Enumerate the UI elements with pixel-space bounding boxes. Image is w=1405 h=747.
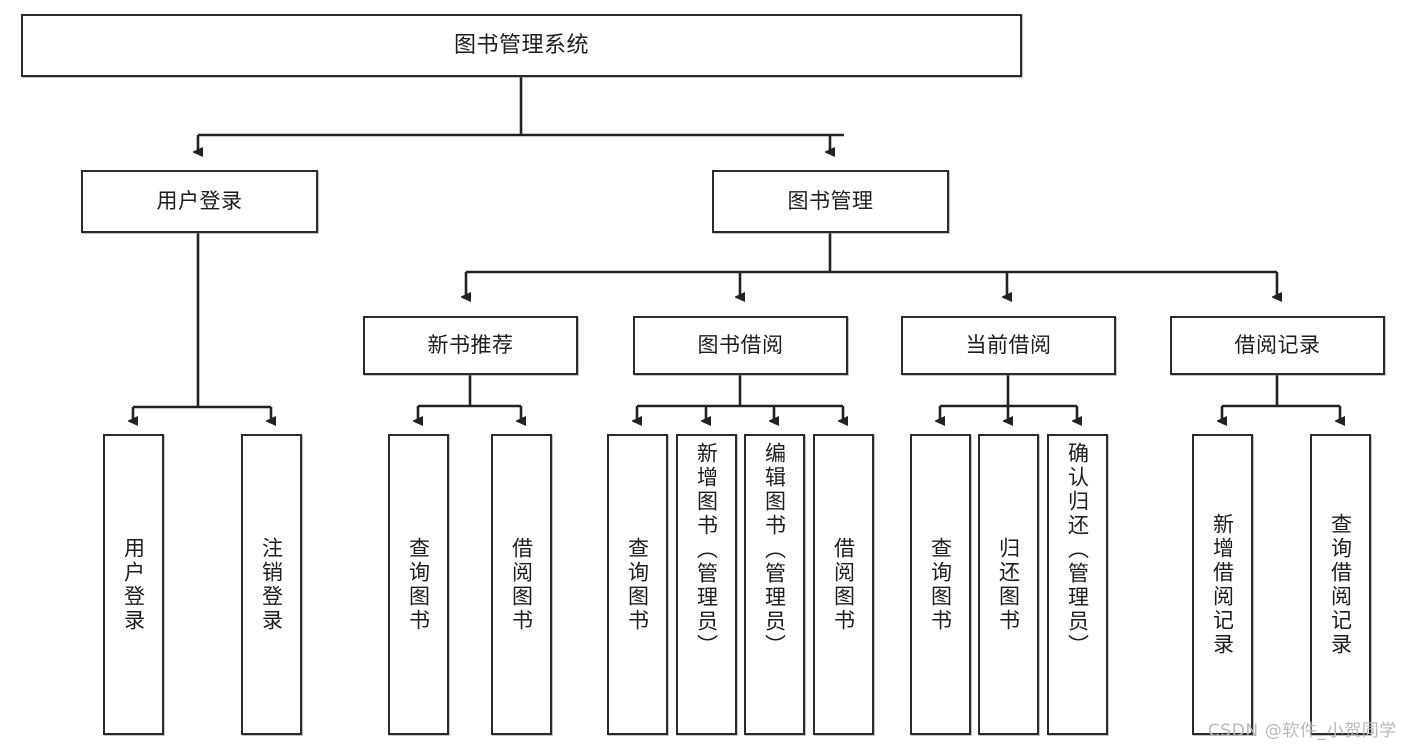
node-label: 查询图书 <box>406 536 431 633</box>
node-label: 查询图书 <box>625 536 650 633</box>
leaf-return-book[interactable]: 归还图书 <box>978 434 1039 735</box>
leaf-borrow-book[interactable]: 借阅图书 <box>813 434 874 735</box>
node-label: 当前借阅 <box>965 333 1052 358</box>
leaf-confirm-return-admin[interactable]: 确认归还（管理员） <box>1047 434 1108 735</box>
node-label: 新增借阅记录 <box>1210 512 1235 657</box>
node-label: 图书管理系统 <box>453 32 589 58</box>
node-label: 图书借阅 <box>697 333 784 358</box>
node-new-book-recommend[interactable]: 新书推荐 <box>363 316 578 375</box>
leaf-logout[interactable]: 注销登录 <box>241 434 302 735</box>
leaf-query-book-newbook[interactable]: 查询图书 <box>388 434 449 735</box>
leaf-query-book-borrow[interactable]: 查询图书 <box>607 434 668 735</box>
node-user-login[interactable]: 用户登录 <box>81 170 318 233</box>
leaf-borrow-book-newbook[interactable]: 借阅图书 <box>491 434 552 735</box>
node-label: 借阅记录 <box>1234 333 1321 358</box>
node-borrow-record[interactable]: 借阅记录 <box>1170 316 1385 375</box>
node-label: 归还图书 <box>996 536 1021 633</box>
leaf-query-book-current[interactable]: 查询图书 <box>910 434 971 735</box>
node-label: 编辑图书（管理员） <box>762 442 787 658</box>
node-label: 用户登录 <box>121 536 146 633</box>
node-label: 图书管理 <box>787 189 874 214</box>
node-label: 用户登录 <box>156 189 243 214</box>
node-label: 查询图书 <box>928 536 953 633</box>
node-current-borrow[interactable]: 当前借阅 <box>901 316 1116 375</box>
node-label: 新书推荐 <box>427 333 514 358</box>
node-label: 借阅图书 <box>831 536 856 633</box>
node-label: 新增图书（管理员） <box>694 442 719 658</box>
watermark: CSDN @软件_小贺同学 <box>1207 721 1397 741</box>
node-label: 注销登录 <box>259 536 284 633</box>
node-book-borrow[interactable]: 图书借阅 <box>633 316 848 375</box>
node-root-system[interactable]: 图书管理系统 <box>21 14 1022 77</box>
node-book-management[interactable]: 图书管理 <box>712 170 949 233</box>
node-label: 查询借阅记录 <box>1328 512 1353 657</box>
leaf-user-login[interactable]: 用户登录 <box>103 434 164 735</box>
node-label: 借阅图书 <box>509 536 534 633</box>
leaf-add-borrow-record[interactable]: 新增借阅记录 <box>1192 434 1253 735</box>
node-label: 确认归还（管理员） <box>1065 442 1090 658</box>
leaf-add-book-admin[interactable]: 新增图书（管理员） <box>676 434 737 735</box>
leaf-edit-book-admin[interactable]: 编辑图书（管理员） <box>744 434 805 735</box>
leaf-query-borrow-record[interactable]: 查询借阅记录 <box>1310 434 1371 735</box>
